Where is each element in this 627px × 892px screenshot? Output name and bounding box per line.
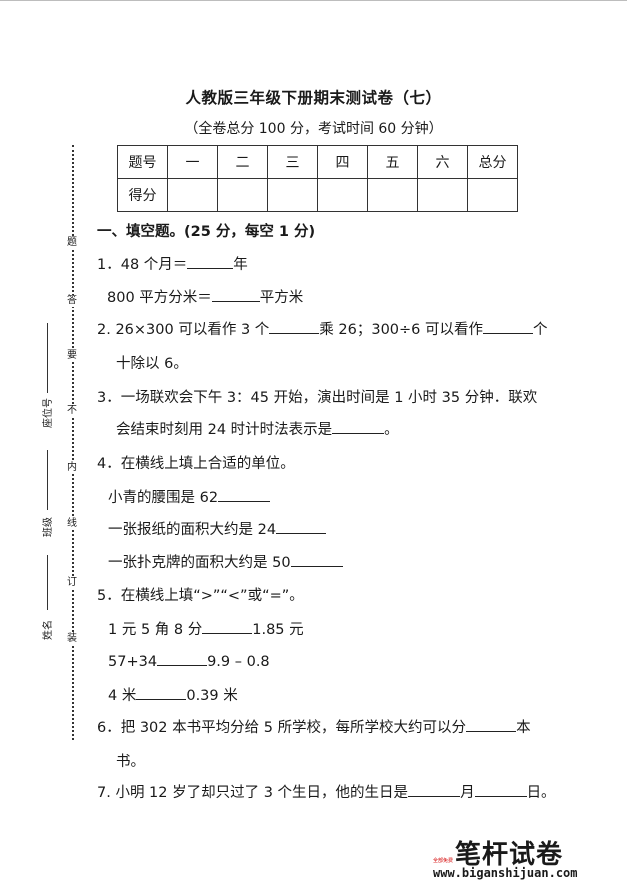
table-cell: 五 [367, 145, 418, 179]
question-2: 2. 26×300 可以看作 3 个 乘 26；300÷6 可以看作 个 [97, 318, 548, 339]
question-text: 。 [384, 422, 399, 438]
question-text: 日。 [526, 785, 556, 801]
question-6-cont: 书。 [116, 754, 145, 770]
question-text: 小青的腰围是 62 [108, 490, 219, 506]
brand-url: www.biganshijuan.com [433, 866, 578, 880]
table-cell: 六 [417, 145, 468, 179]
question-text: 平方米 [259, 290, 304, 306]
score-table: 题号 一 二 三 四 五 六 总分 得分 [117, 145, 518, 212]
table-cell: 题号 [117, 145, 168, 179]
answer-blank[interactable] [269, 319, 320, 334]
answer-blank[interactable] [157, 651, 208, 666]
answer-blank[interactable] [202, 619, 253, 634]
question-2-cont: 十除以 6。 [116, 356, 188, 372]
name-label: 姓名 [43, 620, 54, 640]
top-border [0, 0, 627, 1]
table-cell: 一 [167, 145, 218, 179]
answer-blank[interactable] [474, 782, 527, 797]
question-text: 会结束时刻用 24 时计时法表示是 [116, 422, 333, 438]
question-text: 乘 26；300÷6 可以看作 [319, 322, 484, 338]
brand-badge: 全部免费 [433, 858, 454, 864]
binding-char: 不 [66, 405, 78, 417]
question-4c: 一张扑克牌的面积大约是 50 [108, 551, 343, 572]
answer-blank[interactable] [211, 287, 260, 302]
question-text: 一张扑克牌的面积大约是 50 [108, 555, 291, 571]
question-text: 年 [233, 257, 248, 273]
table-cell: 二 [217, 145, 268, 179]
question-text: 月 [460, 785, 475, 801]
question-text: 2. 26×300 可以看作 3 个 [97, 322, 270, 338]
table-cell: 四 [317, 145, 368, 179]
seat-number-label: 座位号 [43, 398, 54, 428]
page-subtitle: （全卷总分 100 分，考试时间 60 分钟） [184, 121, 443, 137]
binding-dotted-line [72, 145, 74, 740]
question-text: 一张报纸的面积大约是 24 [108, 522, 277, 538]
question-text: 6．把 302 本书平均分给 5 所学校，每所学校大约可以分 [97, 720, 467, 736]
table-cell: 得分 [117, 178, 168, 212]
table-row: 得分 [117, 178, 518, 212]
binding-char: 订 [66, 577, 78, 589]
section-heading: 一、填空题。(25 分，每空 1 分) [97, 224, 316, 240]
question-4: 4．在横线上填上合适的单位。 [97, 456, 295, 472]
answer-blank[interactable] [276, 519, 327, 534]
question-4a: 小青的腰围是 62 [108, 486, 271, 507]
question-text: 57+34 [108, 654, 158, 670]
name-line [47, 555, 48, 610]
score-cell[interactable] [217, 178, 268, 212]
score-cell[interactable] [367, 178, 418, 212]
seat-number-line [47, 323, 48, 393]
answer-blank[interactable] [332, 419, 385, 434]
answer-blank[interactable] [136, 685, 187, 700]
table-cell: 总分 [467, 145, 518, 179]
score-cell[interactable] [417, 178, 468, 212]
table-cell: 三 [267, 145, 318, 179]
brand-logo: 笔杆试卷 [455, 840, 564, 870]
question-5c: 4 米 0.39 米 [108, 684, 238, 705]
question-text: 800 平方分米＝ [107, 290, 212, 306]
binding-char: 要 [66, 350, 78, 362]
score-cell[interactable] [167, 178, 218, 212]
score-cell[interactable] [317, 178, 368, 212]
answer-blank[interactable] [290, 552, 343, 567]
question-text: 1．48 个月＝ [97, 257, 188, 273]
binding-char: 内 [66, 462, 78, 474]
score-cell[interactable] [267, 178, 318, 212]
answer-blank[interactable] [187, 254, 234, 269]
page-title: 人教版三年级下册期末测试卷（七） [185, 89, 442, 107]
class-label: 班级 [43, 517, 54, 537]
question-3: 3．一场联欢会下午 3：45 开始，演出时间是 1 小时 35 分钟．联欢 [97, 390, 538, 406]
answer-blank[interactable] [408, 782, 461, 797]
binding-char: 线 [66, 518, 78, 530]
question-1a: 1．48 个月＝ 年 [97, 253, 248, 274]
question-6: 6．把 302 本书平均分给 5 所学校，每所学校大约可以分 本 [97, 716, 531, 737]
class-line [47, 450, 48, 510]
answer-blank[interactable] [466, 717, 517, 732]
table-row: 题号 一 二 三 四 五 六 总分 [117, 145, 518, 179]
score-cell[interactable] [467, 178, 518, 212]
question-4b: 一张报纸的面积大约是 24 [108, 518, 327, 539]
question-text: 个 [533, 322, 548, 338]
question-text: 0.39 米 [186, 688, 238, 704]
question-5b: 57+34 9.9 – 0.8 [108, 651, 270, 670]
answer-blank[interactable] [218, 487, 271, 502]
question-text: 7. 小明 12 岁了却只过了 3 个生日，他的生日是 [97, 785, 409, 801]
binding-char: 装 [66, 633, 78, 645]
question-7: 7. 小明 12 岁了却只过了 3 个生日，他的生日是 月 日。 [97, 781, 556, 802]
question-5: 5．在横线上填“>”“<”或“=”。 [97, 588, 304, 604]
question-text: 本 [516, 720, 531, 736]
binding-char: 题 [66, 237, 78, 249]
question-3-cont: 会结束时刻用 24 时计时法表示是 。 [116, 418, 399, 439]
question-1b: 800 平方分米＝ 平方米 [107, 286, 303, 307]
question-text: 1.85 元 [252, 622, 304, 638]
question-text: 1 元 5 角 8 分 [108, 622, 203, 638]
question-5a: 1 元 5 角 8 分 1.85 元 [108, 618, 304, 639]
answer-blank[interactable] [483, 319, 534, 334]
binding-char: 答 [66, 295, 78, 307]
question-text: 9.9 – 0.8 [207, 654, 270, 670]
question-text: 4 米 [108, 688, 137, 704]
